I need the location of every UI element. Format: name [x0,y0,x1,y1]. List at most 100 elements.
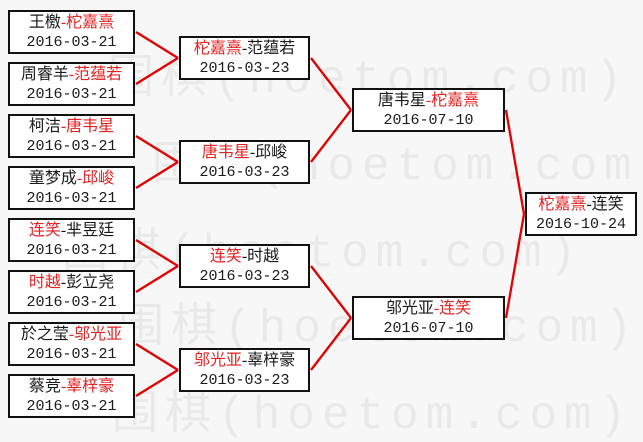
match-players: 柁嘉熹-连笑 [527,195,635,215]
player1-name: 王檄 [28,14,61,31]
name-separator: - [60,118,67,135]
match-players: 邬光亚-连笑 [354,299,503,319]
player2-name: 连笑 [591,196,624,213]
name-separator: - [241,352,248,369]
player2-name: 唐韦星 [66,118,115,135]
player2-name: 邬光亚 [74,326,123,343]
match-box-semifinal-2: 邬光亚-连笑 2016-07-10 [352,296,505,340]
match-box-round-1-6: 时越-彭立尧 2016-03-21 [8,270,135,314]
match-date: 2016-03-21 [26,294,117,311]
match-date: 2016-10-24 [535,216,626,233]
player2-name: 范蕴若 [74,66,123,83]
name-separator: - [433,300,440,317]
match-players: 蔡竞-辜梓豪 [10,377,133,397]
player2-name: 辜梓豪 [66,378,115,395]
match-box-round-1-1: 王檄-柁嘉熹 2016-03-21 [8,10,135,54]
player1-name: 时越 [28,274,61,291]
match-players: 唐韦星-柁嘉熹 [354,91,503,111]
connector-line [504,213,526,319]
match-players: 王檄-柁嘉熹 [10,13,133,33]
player2-name: 辜梓豪 [247,352,296,369]
match-box-round-1-4: 童梦成-邱峻 2016-03-21 [8,166,135,210]
match-players: 於之莹-邬光亚 [10,325,133,345]
player1-name: 邬光亚 [385,300,434,317]
player1-name: 邬光亚 [193,352,242,369]
connector-line [310,109,352,163]
name-separator: - [60,222,67,239]
match-players: 周睿羊-范蕴若 [10,65,133,85]
match-date: 2016-03-23 [199,164,290,181]
connector-line [135,343,179,371]
player1-name: 唐韦星 [201,144,250,161]
name-separator: - [241,248,248,265]
match-players: 唐韦星-邱峻 [181,143,308,163]
match-players: 时越-彭立尧 [10,273,133,293]
player2-name: 连笑 [439,300,472,317]
match-box-round-2-3: 连笑-时越 2016-03-23 [179,244,310,288]
connector-line [135,161,179,189]
match-players: 连笑-时越 [181,247,308,267]
player2-name: 柁嘉熹 [66,14,115,31]
player2-name: 时越 [247,248,280,265]
match-box-round-1-2: 周睿羊-范蕴若 2016-03-21 [8,62,135,106]
player1-name: 於之莹 [20,326,69,343]
match-players: 柁嘉熹-范蕴若 [181,39,308,59]
match-date: 2016-03-21 [26,34,117,51]
match-date: 2016-03-23 [199,60,290,77]
player1-name: 蔡竞 [28,378,61,395]
connector-line [310,317,352,371]
match-box-round-2-4: 邬光亚-辜梓豪 2016-03-23 [179,348,310,392]
player1-name: 连笑 [28,222,61,239]
match-box-round-1-5: 连笑-芈昱廷 2016-03-21 [8,218,135,262]
match-players: 童梦成-邱峻 [10,169,133,189]
name-separator: - [60,14,67,31]
connector-line [135,31,179,59]
connector-line [135,135,179,163]
connector-line [135,57,179,85]
match-date: 2016-03-23 [199,372,290,389]
connector-line [310,265,352,319]
match-date: 2016-03-21 [26,138,117,155]
player2-name: 彭立尧 [66,274,115,291]
connector-line [504,109,526,215]
name-separator: - [60,378,67,395]
player2-name: 邱峻 [255,144,288,161]
match-date: 2016-03-21 [26,242,117,259]
match-date: 2016-03-23 [199,268,290,285]
match-date: 2016-07-10 [383,112,474,129]
match-date: 2016-07-10 [383,320,474,337]
match-players: 连笑-芈昱廷 [10,221,133,241]
match-box-round-1-3: 柯洁-唐韦星 2016-03-21 [8,114,135,158]
match-box-round-1-7: 於之莹-邬光亚 2016-03-21 [8,322,135,366]
connector-line [135,239,179,267]
match-box-round-2-2: 唐韦星-邱峻 2016-03-23 [179,140,310,184]
match-players: 邬光亚-辜梓豪 [181,351,308,371]
player1-name: 周睿羊 [20,66,69,83]
name-separator: - [425,92,432,109]
match-box-final-1: 柁嘉熹-连笑 2016-10-24 [525,192,637,236]
player1-name: 柁嘉熹 [538,196,587,213]
name-separator: - [68,66,75,83]
player2-name: 柁嘉熹 [431,92,480,109]
watermark-text: 围棋(hoetom.com) [62,228,584,280]
player1-name: 童梦成 [28,170,77,187]
match-date: 2016-03-21 [26,190,117,207]
player2-name: 范蕴若 [247,40,296,57]
bracket-connector-lines [135,31,526,397]
name-separator: - [76,170,83,187]
match-box-round-1-8: 蔡竞-辜梓豪 2016-03-21 [8,374,135,418]
player1-name: 柁嘉熹 [193,40,242,57]
name-separator: - [68,326,75,343]
player1-name: 连笑 [209,248,242,265]
match-date: 2016-03-21 [26,398,117,415]
connector-line [310,57,352,111]
player2-name: 芈昱廷 [66,222,115,239]
player2-name: 邱峻 [82,170,115,187]
player1-name: 柯洁 [28,118,61,135]
match-date: 2016-03-21 [26,346,117,363]
connector-line [135,369,179,397]
name-separator: - [60,274,67,291]
match-players: 柯洁-唐韦星 [10,117,133,137]
connector-line [135,265,179,293]
match-box-round-2-1: 柁嘉熹-范蕴若 2016-03-23 [179,36,310,80]
